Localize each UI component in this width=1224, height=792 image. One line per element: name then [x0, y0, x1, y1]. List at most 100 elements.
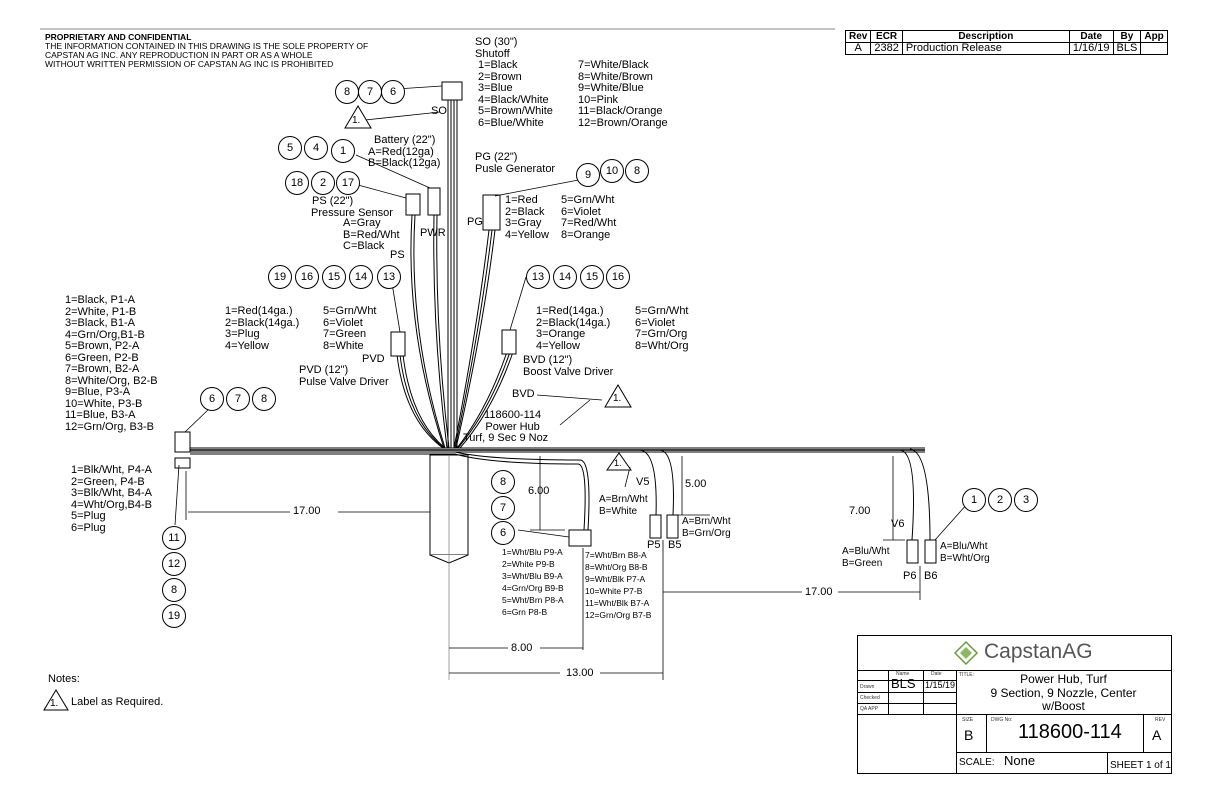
item-bubble: 8: [252, 387, 276, 411]
item-bubble: 6: [200, 387, 224, 411]
dimension-7: 7.00: [849, 505, 871, 517]
bvd-pin: 1=Red(14ga.): [536, 305, 604, 317]
pin-entry: 1=Wht/Blu P9-A: [502, 547, 563, 557]
pin-entry: 6=Grn P8-B: [502, 607, 548, 617]
pg-pin: 3=Gray: [505, 217, 542, 229]
pg-title: PG (22"): [475, 151, 518, 163]
title-line: 9 Section, 9 Nozzle, Center: [990, 685, 1137, 700]
pin-entry: B=Wht/Org: [940, 553, 990, 564]
item-bubble: 14: [553, 265, 577, 289]
notes-heading: Notes:: [48, 673, 80, 685]
dwg-no-label: DWG No:: [991, 717, 1013, 723]
b5-pins: A=Brn/Wht B=Grn/Org: [682, 516, 731, 540]
pvd-pin: 3=Plug: [225, 328, 260, 340]
note-flag-label: 1.: [50, 698, 59, 709]
pg-tag: PG: [467, 216, 483, 228]
leader-lines: [174, 85, 969, 541]
pg-pin: 4=Yellow: [505, 228, 549, 241]
title-line: w/Boost: [1042, 699, 1085, 713]
name-header: Name: [896, 671, 910, 677]
ps-subtitle: Pressure Sensor: [311, 206, 393, 219]
left-6pin-pinout: 1=Blk/Wht, P4-A 2=Green, P4-B 3=Blk/Wht,…: [71, 464, 153, 534]
drawn-date: 1/15/19: [925, 680, 956, 690]
description-cell: Production Release: [901, 42, 1070, 55]
pin-entry: B=Green: [842, 558, 883, 569]
pin-entry: 3=Blk/Wht, B4-A: [71, 487, 153, 499]
bvd-pins-right: 5=Grn/Wht 6=Violet 7=Grn/Org 8=Wht/Org: [635, 305, 689, 352]
bvd-connector: [501, 329, 517, 355]
pin-entry: 5=Brown, P2-A: [65, 340, 140, 352]
dimension-8: 8.00: [511, 642, 533, 654]
note-flag-label: 1.: [614, 458, 622, 468]
rev-label: REV: [1155, 717, 1166, 723]
dimension-left-17: 17.00: [293, 505, 321, 517]
item-bubble: 8: [162, 578, 186, 602]
proprietary-line: WITHOUT WRITTEN PERMISSION OF CAPSTAN AG…: [45, 59, 334, 69]
note-flag-label: 1.: [352, 115, 361, 126]
pin-entry: A=Blu/Wht: [940, 541, 988, 552]
so-pin: 6=Blue/White: [478, 116, 544, 129]
battery-label-block: Battery (22") A=Red(12ga) B=Black(12ga): [368, 134, 440, 170]
pin-entry: 5=Plug: [71, 510, 106, 522]
divider: [923, 670, 924, 714]
date-cell: 1/16/19: [1068, 42, 1114, 55]
sheet-number: SHEET 1 of 1: [1110, 760, 1171, 771]
p5-pins: A=Brn/Wht B=White: [599, 494, 648, 518]
pin-entry: 12=Grn/Org B7-B: [585, 610, 652, 620]
note-flags: [43, 105, 632, 711]
item-bubble: 8: [625, 159, 649, 183]
dimension-right-17: 17.00: [805, 586, 833, 598]
revision-header-row: Rev ECR Description Date By App: [844, 30, 1168, 43]
b5-connector: [666, 514, 679, 539]
p5-label: P5: [647, 539, 661, 551]
pin-entry: A=Blu/Wht: [842, 546, 890, 557]
ps-pin: C=Black: [343, 240, 385, 252]
pvd-pin: 4=Yellow: [225, 339, 269, 352]
scale-value: None: [1004, 753, 1036, 768]
so-pin: 4=Black/White: [478, 93, 549, 106]
pg-connector: [482, 194, 501, 231]
bvd-title: BVD (12"): [523, 354, 573, 366]
bvd-subtitle: Boost Valve Driver: [523, 365, 614, 378]
pwr-tag: PWR: [420, 227, 446, 239]
revision-row: A 2382 Production Release 1/16/19 BLS: [844, 42, 1168, 55]
ecr-cell: 2382: [870, 42, 903, 55]
pin-entry: 4=Wht/Org,B4-B: [71, 498, 153, 511]
item-bubble: 16: [295, 265, 319, 289]
pin-entry: 8=Wht/Org B8-B: [585, 562, 648, 572]
divider: [986, 714, 987, 752]
ps-label-block: PS (22") Pressure Sensor: [311, 195, 393, 219]
pg-label-block: PG (22") Pusle Generator: [475, 151, 556, 175]
divider: [956, 752, 1171, 753]
item-bubble: 19: [268, 265, 292, 289]
item-bubble: 18: [285, 171, 309, 195]
item-bubble: 7: [491, 496, 515, 520]
so-pin: 12=Brown/Orange: [578, 116, 668, 129]
pin-entry: 12=Grn/Org, B3-B: [65, 420, 154, 433]
b6-pins: A=Blu/Wht B=Wht/Org: [940, 541, 990, 565]
pvd-pins-right: 5=Grn/Wht 6=Violet 7=Green 8=White: [323, 305, 377, 352]
so-pin: 5=Brown/White: [478, 105, 553, 117]
title-line: Power Hub, Turf: [1020, 672, 1107, 686]
hub-part-number: 118600-114: [484, 409, 542, 421]
dimension-6: 6.00: [528, 485, 550, 497]
pg-pin: 8=Orange: [561, 228, 611, 241]
connectors: [174, 81, 937, 564]
pg-subtitle: Pusle Generator: [475, 162, 556, 175]
divider: [858, 703, 956, 704]
capstan-logo-icon: [953, 640, 979, 666]
dwg-no-value: 118600-114: [1018, 721, 1122, 743]
pg-pin: 6=Violet: [561, 205, 601, 218]
scale-label: SCALE:: [959, 757, 995, 768]
divider: [858, 670, 1171, 671]
drawing-title: Power Hub, Turf 9 Section, 9 Nozzle, Cen…: [956, 672, 1171, 714]
pvd-subtitle: Pulse Valve Driver: [299, 375, 389, 388]
bvd-pin: 4=Yellow: [536, 339, 580, 352]
b5-label: B5: [668, 539, 682, 551]
proprietary-line: THE INFORMATION CONTAINED IN THIS DRAWIN…: [45, 41, 369, 51]
hub-body: [429, 454, 469, 680]
size-label: SIZE: [962, 717, 974, 723]
pin-entry: 1=Black, P1-A: [65, 294, 136, 306]
title-block: CapstanAG Name Date Drawn Checked QA APP…: [857, 635, 1172, 774]
